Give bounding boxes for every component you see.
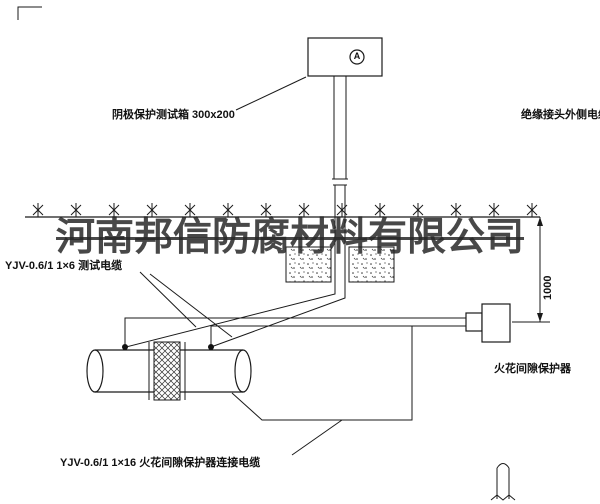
dimension-1000 [512,217,550,323]
test-cables [125,282,346,348]
test-cable-label: YJV-0.6/1 1×6 测试电缆 [5,260,123,272]
conduit [332,76,348,282]
spark-cable-leader-line [291,419,343,456]
spark-gap-protector-label: 火花间隙保护器 [494,363,571,375]
spark-gap-cables [124,317,466,421]
spark-gap-cable-label: YJV-0.6/1 1×16 火花间隙保护器连接电缆 [60,457,261,469]
test-box-leader-line [235,76,307,111]
test-cable-leader-lines [139,271,233,338]
company-watermark: 河南邦信防腐材料有限公司 [56,216,525,259]
insulating-flange [148,341,186,401]
test-box [307,37,383,77]
dimension-value-text: 1000 [542,275,554,300]
cable-weld-points [122,344,214,350]
test-box-label: 阴极保护测试箱 300x200 [112,109,235,121]
meter-symbol-circle [349,49,365,65]
spark-gap-protector [465,303,511,343]
insulated-joint-cable-label: 绝缘接头外侧电缆 [521,109,600,121]
frame-corner [17,6,42,20]
pipe-break-symbol [490,463,516,501]
meter-letter: A [353,51,361,61]
concrete-blocks [285,246,395,283]
